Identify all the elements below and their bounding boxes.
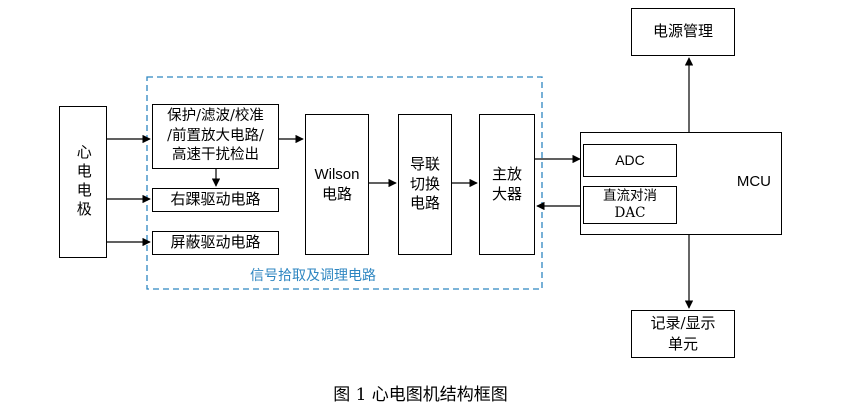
mcu-label: MCU <box>736 172 771 190</box>
dac-label: 直流对消 DAC <box>603 188 657 221</box>
protection-box: 保护/滤波/校准 /前置放大电路/ 高速干扰检出 <box>152 104 279 169</box>
record-display-label: 记录/显示 单元 <box>650 314 716 353</box>
shield-drive-box: 屏蔽驱动电路 <box>152 231 279 255</box>
figure-caption: 图 1 心电图机结构框图 <box>333 385 508 405</box>
right-leg-drive-box: 右踝驱动电路 <box>152 188 279 212</box>
wilson-label: Wilson 电路 <box>314 166 360 203</box>
power-management-label: 电源管理 <box>652 22 713 41</box>
signal-conditioning-group-border <box>146 76 543 290</box>
lead-switch-box: 导联 切换 电路 <box>398 114 452 255</box>
electrode-box: 心电电极 <box>59 106 107 258</box>
protection-label: 保护/滤波/校准 /前置放大电路/ 高速干扰检出 <box>167 108 264 164</box>
right-leg-drive-label: 右踝驱动电路 <box>170 190 261 209</box>
main-amp-label: 主放 大器 <box>491 165 522 203</box>
signal-conditioning-group-label: 信号拾取及调理电路 <box>250 268 376 284</box>
dac-box: 直流对消 DAC <box>583 186 677 224</box>
shield-drive-label: 屏蔽驱动电路 <box>170 233 261 252</box>
wilson-box: Wilson 电路 <box>305 114 369 255</box>
lead-switch-label: 导联 切换 电路 <box>409 155 440 213</box>
power-management-box: 电源管理 <box>631 8 735 56</box>
adc-label: ADC <box>615 152 645 169</box>
main-amp-box: 主放 大器 <box>479 114 535 255</box>
adc-box: ADC <box>583 144 677 177</box>
electrode-label: 心电电极 <box>74 144 93 220</box>
record-display-box: 记录/显示 单元 <box>631 310 735 358</box>
